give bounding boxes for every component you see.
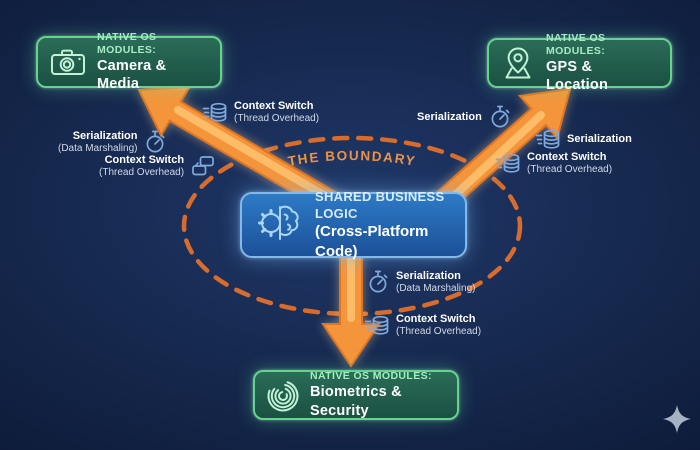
camera-icon — [50, 48, 86, 76]
module-eyebrow: NATIVE OS MODULES: — [97, 30, 157, 56]
stopwatch-icon — [488, 104, 512, 130]
module-box-gps: NATIVE OS MODULES: GPS & Location — [487, 32, 672, 93]
module-eyebrow: NATIVE OS MODULES: — [546, 31, 606, 57]
database-icon — [535, 127, 561, 152]
cost-label-title: Context Switch — [396, 313, 476, 326]
gear-brain-icon — [255, 199, 305, 252]
module-box-camera: NATIVE OS MODULES: Camera & Media — [36, 31, 222, 92]
module-box-biometrics: NATIVE OS MODULES: Biometrics & Security — [253, 370, 459, 420]
shared-logic-title: SHARED BUSINESS LOGIC — [315, 188, 445, 221]
cost-label-context-switch: Context Switch (Thread Overhead) — [495, 151, 612, 176]
cost-label-title: Serialization — [417, 110, 482, 123]
stopwatch-icon — [143, 129, 167, 155]
cost-label-title: Serialization — [567, 133, 632, 146]
cost-label-subtitle: (Thread Overhead) — [99, 167, 185, 179]
cost-label-context-switch: Context Switch (Thread Overhead) — [99, 154, 216, 179]
cost-label-subtitle: (Data Marshaling) — [58, 142, 138, 154]
cost-label-serialization: Serialization — [535, 127, 632, 152]
cost-label-serialization: Serialization — [417, 104, 512, 130]
cost-label-title: Serialization — [72, 129, 138, 142]
module-name: GPS & Location — [546, 59, 609, 94]
shared-logic-subtitle: (Cross-Platform Code) — [315, 223, 429, 260]
database-icon — [202, 100, 228, 125]
cost-label-subtitle: (Thread Overhead) — [527, 164, 613, 176]
cost-label-subtitle: (Thread Overhead) — [234, 113, 320, 125]
cost-label-serialization: Serialization (Data Marshaling) — [58, 129, 167, 155]
cost-label-subtitle: (Thread Overhead) — [396, 326, 482, 338]
cost-label-title: Serialization — [396, 269, 461, 282]
fingerprint-icon — [267, 378, 299, 412]
database-icon — [364, 313, 390, 338]
database-icon — [495, 151, 521, 176]
map-pin-icon — [501, 46, 535, 80]
cost-label-title: Context Switch — [104, 154, 185, 167]
cost-label-context-switch: Context Switch (Thread Overhead) — [202, 100, 319, 125]
module-name: Biometrics & Security — [310, 384, 402, 419]
cost-label-title: Context Switch — [527, 151, 607, 164]
window-switch-icon — [190, 154, 216, 179]
stopwatch-icon — [366, 269, 390, 295]
cost-label-serialization: Serialization (Data Marshaling) — [366, 269, 475, 295]
cost-label-subtitle: (Data Marshaling) — [396, 282, 476, 294]
module-eyebrow: NATIVE OS MODULES: — [310, 370, 432, 383]
cost-label-title: Context Switch — [234, 100, 314, 113]
sparkle-icon — [663, 405, 691, 433]
shared-logic-box: SHARED BUSINESS LOGIC (Cross-Platform Co… — [240, 188, 467, 260]
cost-label-context-switch: Context Switch (Thread Overhead) — [364, 313, 481, 338]
boundary-label: THE BOUNDARY — [287, 148, 418, 169]
module-name: Camera & Media — [97, 58, 167, 93]
